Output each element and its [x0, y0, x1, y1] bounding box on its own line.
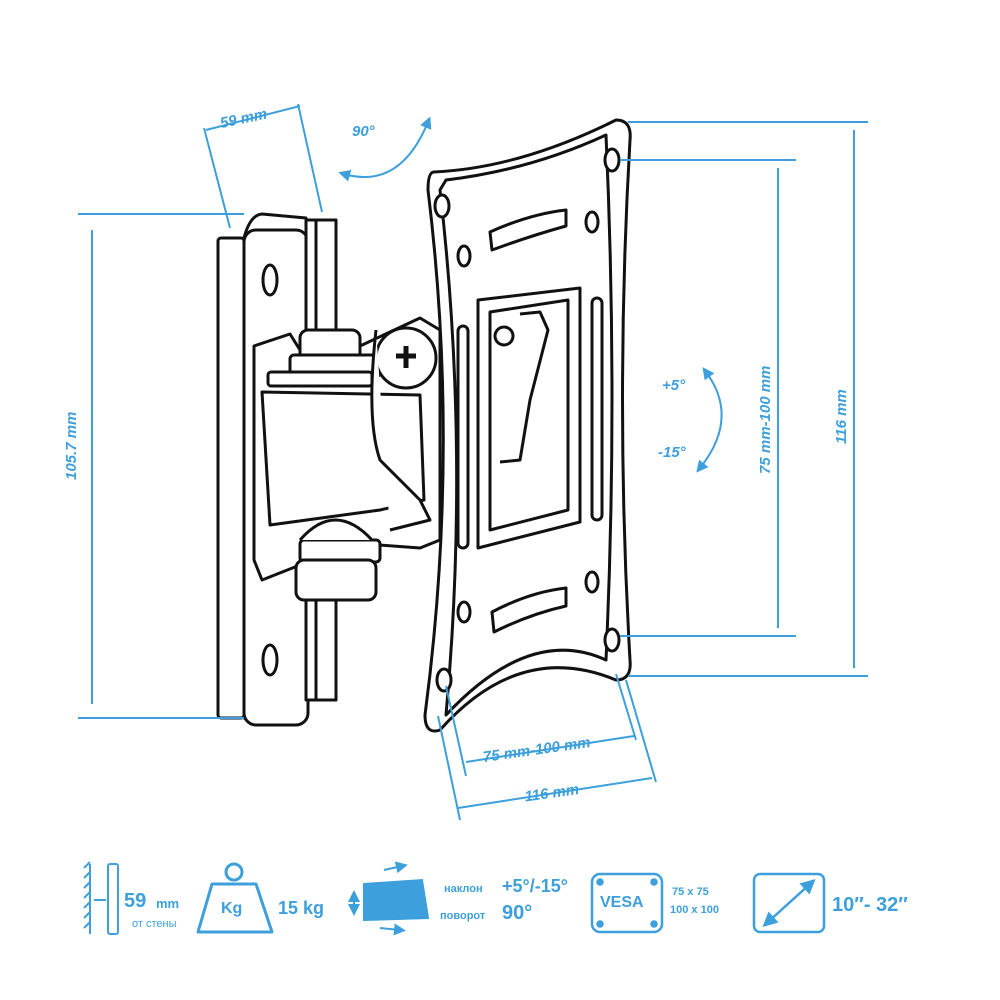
- swivel-label: поворот: [440, 910, 486, 922]
- wall-distance-caption: от стены: [132, 918, 177, 930]
- swivel-angle-label: 90°: [352, 123, 376, 140]
- mount-drawing: [216, 118, 632, 733]
- vesa-horizontal-label: 75 mm-100 mm: [482, 734, 592, 766]
- diagonal-icon: [752, 872, 826, 934]
- height-label: 105.7 mm: [63, 412, 80, 480]
- vesa-plate: [423, 118, 632, 733]
- swivel-value: 90°: [502, 902, 533, 924]
- vesa-vertical-label: 75 mm-100 mm: [757, 366, 774, 474]
- wall-distance-unit: mm: [156, 896, 180, 911]
- tilt-value: +5°/-15°: [502, 876, 568, 896]
- weight-icon: [196, 862, 274, 934]
- swivel-arm: [252, 316, 442, 602]
- tilt-down-label: -15°: [658, 444, 687, 461]
- tilt-label: наклон: [444, 883, 483, 895]
- screen-range: 10″- 32″: [832, 894, 908, 916]
- vesa-badge: VESA: [600, 894, 644, 911]
- vesa-size-1: 75 x 75: [672, 886, 709, 898]
- plate-height-label: 116 mm: [833, 389, 850, 444]
- tilt-swivel-icon: [348, 861, 430, 936]
- vesa-size-2: 100 x 100: [670, 904, 719, 916]
- wall-distance-icon: [83, 861, 119, 935]
- top-depth-label: 59 mm: [219, 105, 269, 132]
- weight-icon-label: Kg: [221, 900, 243, 917]
- wall-distance-value: 59: [124, 890, 147, 912]
- weight-value: 15 kg: [278, 898, 325, 918]
- plate-width-label: 116 mm: [524, 781, 581, 805]
- vesa-icon: [590, 872, 664, 934]
- dimension-lines: [78, 103, 868, 821]
- tilt-up-label: +5°: [662, 377, 686, 394]
